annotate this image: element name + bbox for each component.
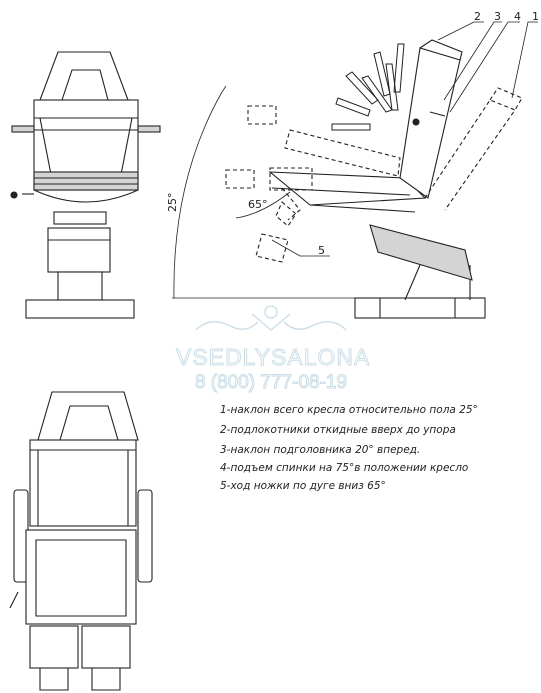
angle-leg-label: 65° xyxy=(248,198,268,211)
callout-2: 2 xyxy=(474,10,481,23)
callout-1: 1 xyxy=(532,10,539,23)
note-1: 1-наклон всего кресла относительно пола … xyxy=(220,404,478,416)
watermark-name: VSEDLYSALONA xyxy=(176,344,371,371)
note-5: 5-ход ножки по дуге вниз 65° xyxy=(220,480,386,492)
note-2: 2-подлокотники откидные вверх до упора xyxy=(220,424,456,436)
note-3: 3-наклон подголовника 20° вперед. xyxy=(220,444,421,456)
callout-4: 4 xyxy=(514,10,521,23)
side-view xyxy=(172,21,538,319)
callout-5: 5 xyxy=(318,244,325,257)
angle-tilt-label: 25° xyxy=(166,193,179,213)
watermark-phone: 8 (800) 777-08-19 xyxy=(194,372,348,394)
front-view xyxy=(10,51,161,319)
note-4: 4-подъем спинки на 75°в положении кресло xyxy=(220,462,469,474)
watermark-ornament xyxy=(195,305,347,331)
top-view xyxy=(9,391,153,691)
callout-3: 3 xyxy=(494,10,501,23)
